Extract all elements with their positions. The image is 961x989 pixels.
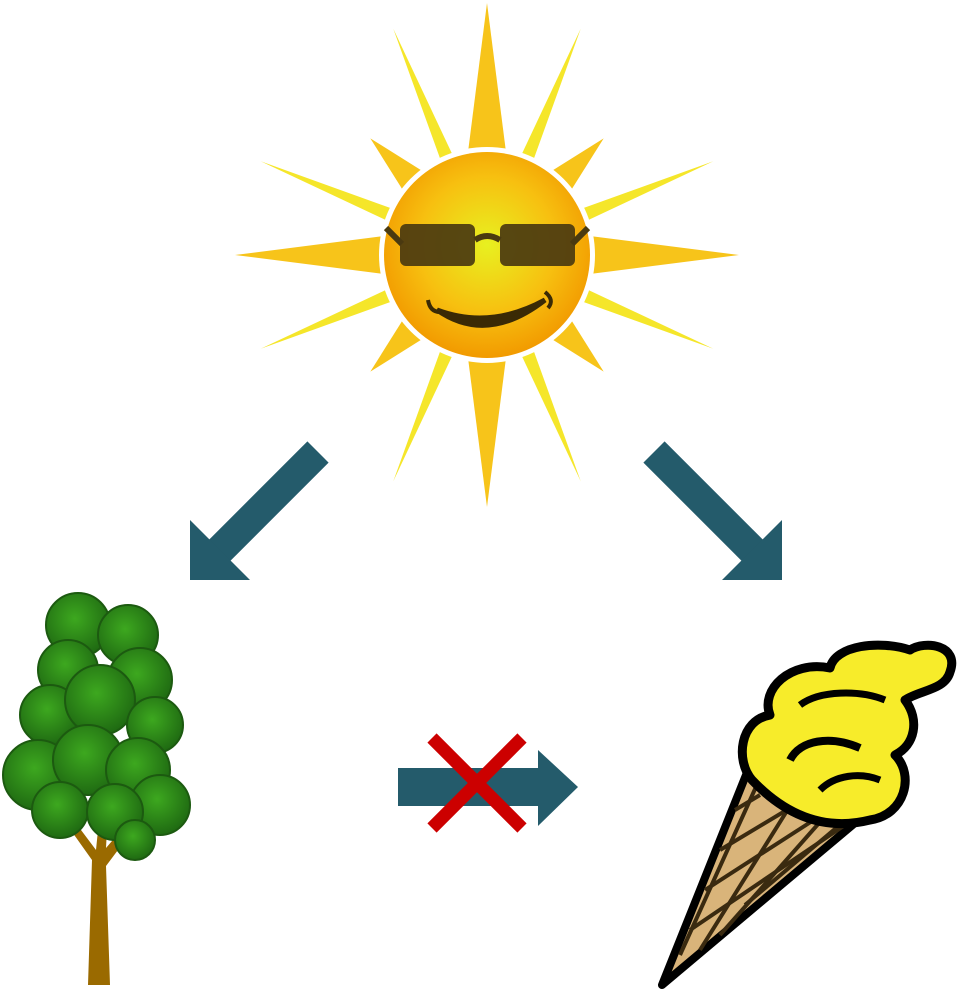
- sun-ray: [516, 28, 581, 170]
- sun-ray: [516, 340, 581, 482]
- sun-ray: [572, 284, 714, 349]
- arrow-sun-to-ice-cream: [643, 441, 782, 580]
- ice-cream-scoop: [737, 640, 957, 829]
- blocked-arrow-tree-to-ice-cream: [398, 733, 578, 833]
- sun-with-sunglasses-icon: [235, 3, 739, 507]
- sun-ray: [393, 340, 458, 482]
- tree-canopy: [2, 592, 191, 861]
- sun-ray: [467, 350, 507, 507]
- sun-ray: [393, 28, 458, 170]
- cross-icon: [427, 733, 527, 833]
- sun-ray: [582, 235, 739, 275]
- sun-ray: [467, 3, 507, 160]
- arrow-sun-to-tree: [190, 441, 329, 580]
- tree-icon: [2, 592, 191, 985]
- smile: [435, 297, 547, 328]
- sunglasses-icon: [383, 224, 591, 266]
- sun-rays: [235, 3, 739, 507]
- sun-ray: [260, 161, 402, 226]
- sun-ray: [572, 161, 714, 226]
- sun-ray: [260, 284, 402, 349]
- sun-ray: [235, 235, 392, 275]
- ice-cream-cone-icon: [658, 640, 957, 989]
